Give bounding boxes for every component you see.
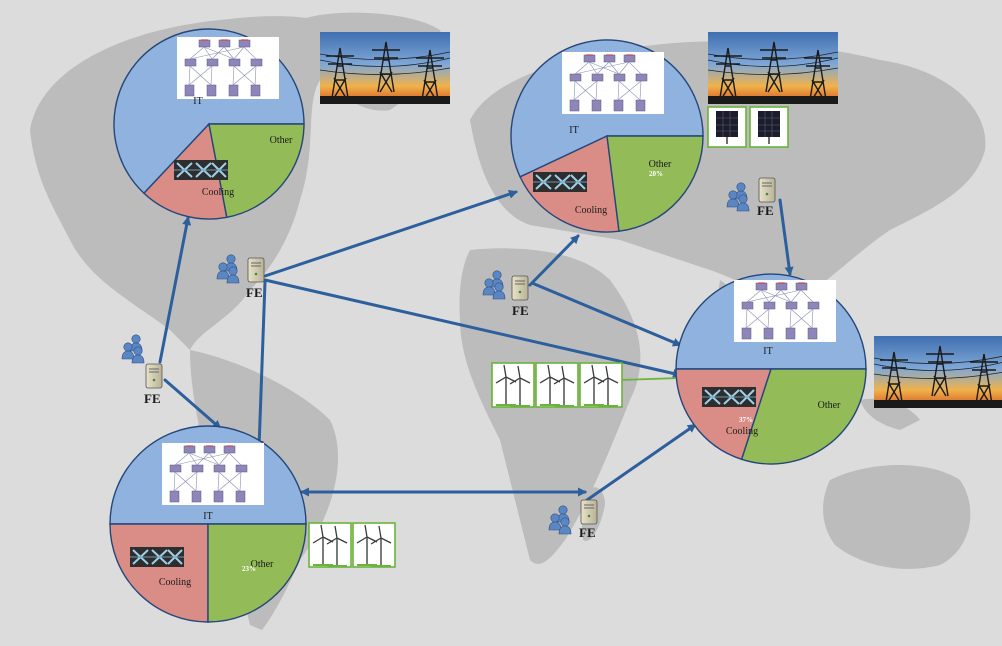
network-topology-icon [733, 279, 837, 343]
wind-turbine-icon [353, 523, 395, 567]
power-grid-photo [874, 336, 1002, 408]
front-end-europe: FE [483, 271, 529, 318]
chiller-icon [532, 171, 588, 193]
cooling-label: Cooling [575, 205, 607, 216]
fe-label: FE [757, 203, 774, 218]
server-icon [580, 499, 598, 525]
other-label: Other [251, 559, 274, 570]
arrow-fe-to-sa [163, 378, 222, 430]
arrow-eufe-to-asia [530, 281, 682, 347]
fe-label: FE [512, 303, 529, 318]
network-topology-icon [161, 442, 265, 506]
cooling-label: Cooling [159, 577, 191, 588]
other-label: Other [270, 135, 293, 146]
wind-turbine-icon [580, 363, 622, 407]
other-slice [606, 135, 704, 233]
arrow-usfe-to-europe [263, 189, 518, 278]
arrow-asiafe-to-asia [778, 198, 794, 276]
front-end-africa: FE [549, 499, 598, 540]
server-icon [247, 257, 265, 283]
other-label: Other [649, 159, 672, 170]
wind-turbine-icon [492, 363, 534, 407]
it-label: IT [193, 96, 202, 107]
cooling-label: Cooling [726, 426, 758, 437]
server-icon [758, 177, 776, 203]
front-end-asia: FE [727, 177, 776, 218]
front-end-usa: FE [217, 255, 265, 300]
chiller-icon [129, 546, 185, 568]
solar-panel-icon [707, 106, 747, 148]
chiller-icon [701, 386, 757, 408]
fe-label: FE [144, 391, 161, 406]
chiller-icon [173, 159, 229, 181]
it-label: IT [763, 346, 772, 357]
power-grid-photo [708, 32, 838, 104]
other-slice [208, 123, 305, 219]
percent-label: 20% [649, 170, 663, 178]
front-end-north-america: FE [122, 335, 163, 406]
fe-label: FE [579, 525, 596, 540]
power-grid-photo [320, 32, 450, 104]
other-slice [740, 368, 867, 465]
arrow-usfe-to-sa [254, 280, 267, 450]
fe-label: FE [246, 285, 263, 300]
other-label: Other [818, 400, 841, 411]
percent-label: 37% [739, 416, 753, 424]
wind-turbine-icon [309, 523, 351, 567]
arrow-afe-to-asia [585, 423, 697, 502]
server-icon [145, 363, 163, 389]
solar-panel-icon [749, 106, 789, 148]
server-icon [511, 275, 529, 301]
cooling-label: Cooling [202, 187, 234, 198]
arrow-fe-to-na [158, 216, 192, 364]
datacenter-pie-north-america: IT Cooling Other [113, 28, 305, 220]
it-label: IT [203, 511, 212, 522]
percent-label: 23% [242, 565, 256, 573]
it-label: IT [569, 125, 578, 136]
connection-arrows [158, 189, 794, 502]
datacenter-pies: ITCoolingOtherITCoolingOther20%ITCooling… [109, 28, 867, 623]
other-slice [207, 523, 307, 623]
arrow-usfe-to-asia [263, 278, 682, 378]
network-topology-icon [561, 51, 665, 115]
wind-link-line [619, 377, 681, 381]
wind-turbine-icon [536, 363, 578, 407]
network-topology-icon [176, 36, 280, 100]
datacenter-pie-asia: IT Cooling Other 37% [675, 273, 867, 465]
arrow-eufe-to-europe [528, 234, 580, 287]
